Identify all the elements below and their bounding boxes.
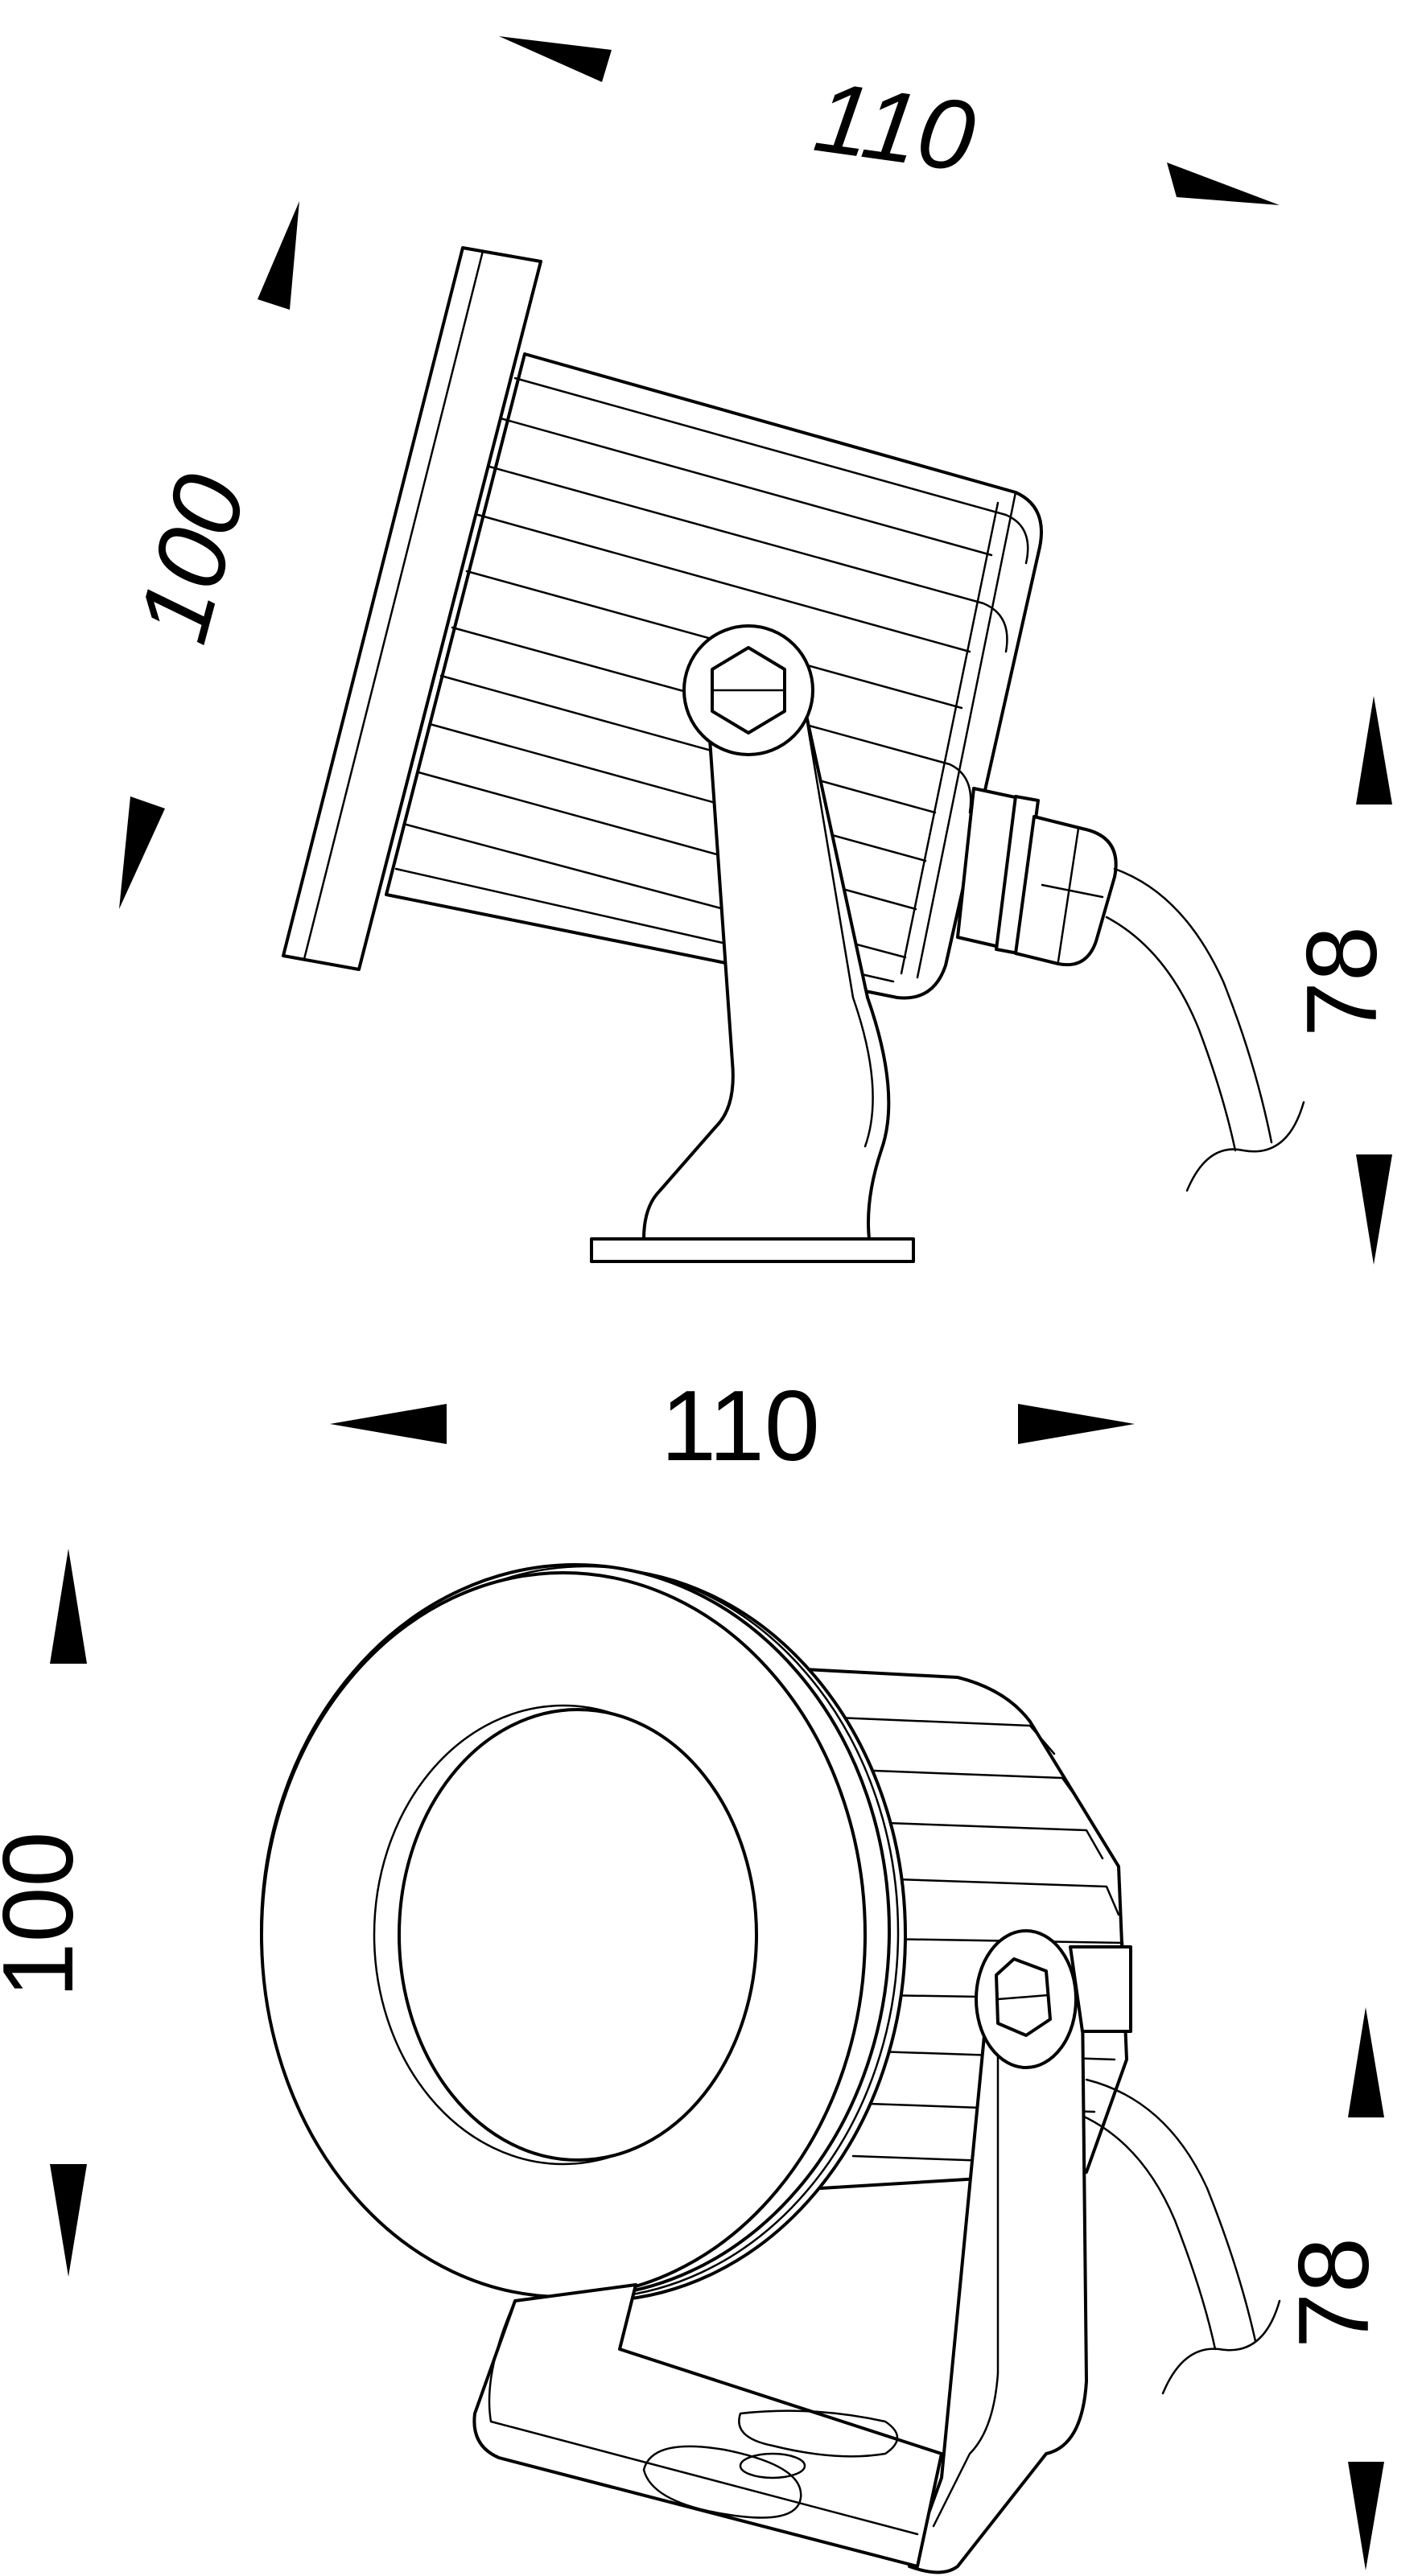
side-height-dimension: 100 xyxy=(117,201,299,909)
front-width-dimension: 110 xyxy=(330,1371,1135,1482)
arrow-right-icon xyxy=(1018,1404,1135,1444)
side-view: 110 100 78 xyxy=(117,36,1398,1265)
front-cable xyxy=(1081,2078,1281,2395)
arrow-left-icon xyxy=(499,36,612,82)
arrow-right-icon xyxy=(1167,163,1280,205)
arrow-up-icon xyxy=(50,1549,87,1664)
arrow-down-icon xyxy=(1356,1154,1392,1265)
arrow-down-icon xyxy=(50,2164,87,2277)
arrow-down-icon xyxy=(1348,2462,1384,2570)
arrow-up-icon xyxy=(1348,2007,1384,2117)
side-width-dimension: 110 xyxy=(499,36,1280,205)
side-depth-label: 78 xyxy=(1287,926,1398,1037)
front-depth-dimension: 78 xyxy=(1279,2007,1390,2570)
front-width-label: 110 xyxy=(661,1371,820,1482)
side-cable-gland xyxy=(956,787,1118,967)
front-view: 110 100 78 xyxy=(0,1371,1390,2574)
front-height-dimension: 100 xyxy=(0,1549,94,2277)
side-height-label: 100 xyxy=(117,464,267,654)
arrow-up-icon xyxy=(1356,696,1392,804)
front-mounting-bracket xyxy=(472,1929,1132,2574)
arrow-up-icon xyxy=(258,201,299,310)
side-cable xyxy=(1105,867,1305,1192)
side-width-label: 110 xyxy=(808,61,981,193)
front-height-label: 100 xyxy=(0,1832,94,1998)
arrow-left-icon xyxy=(330,1404,447,1444)
side-lens-plate xyxy=(282,246,542,971)
arrow-down-icon xyxy=(119,796,165,909)
side-mounting-bracket xyxy=(590,624,915,1263)
front-lens xyxy=(373,1704,758,2166)
side-depth-dimension: 78 xyxy=(1287,696,1398,1265)
front-depth-label: 78 xyxy=(1279,2237,1390,2348)
